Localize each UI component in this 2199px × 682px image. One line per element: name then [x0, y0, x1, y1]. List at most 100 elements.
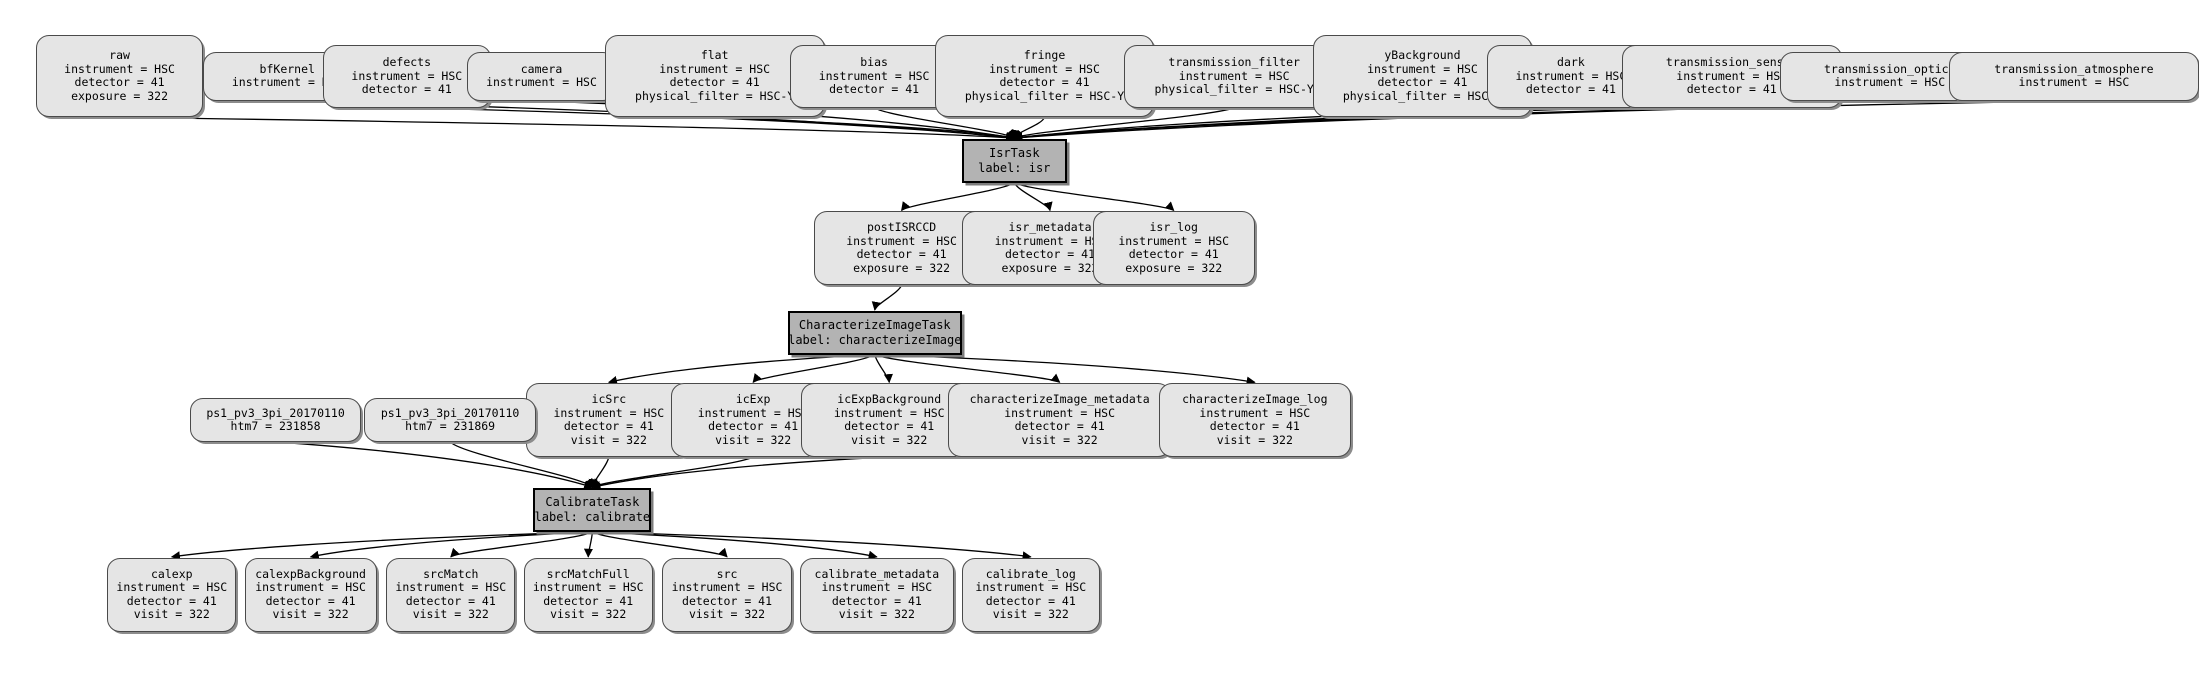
edge-CalibrateTask-to-src [592, 531, 728, 558]
node-attribute: detector = 41 [1128, 247, 1219, 262]
node-title: raw [109, 48, 130, 63]
node-attribute: instrument = HSC [231, 75, 343, 90]
node-attribute: instrument = HSC [532, 580, 644, 595]
node-title: src [716, 566, 738, 581]
node-title: transmission_filter [1168, 54, 1300, 69]
node-title: isr_metadata [1008, 220, 1092, 235]
node-attribute: detector = 41 [831, 593, 922, 608]
node-attribute: label: calibrate [534, 510, 651, 525]
node-attribute: htm7 = 231869 [405, 419, 496, 434]
node-attribute: instrument = HSC [486, 75, 597, 90]
node-attribute: visit = 322 [1216, 432, 1293, 447]
node-attribute: instrument = HSC [1515, 68, 1627, 83]
node-attribute: detector = 41 [1377, 75, 1468, 90]
node-attribute: detector = 41 [126, 593, 217, 608]
node-attribute: instrument = HSC [821, 580, 933, 595]
node-attribute: detector = 41 [361, 82, 452, 97]
edge-IsrTask-to-isr_log [1013, 182, 1175, 212]
edge-icExp-to-CalibrateTask [591, 456, 754, 488]
node-attribute: instrument = HSC [351, 68, 463, 83]
node-attribute: visit = 322 [550, 607, 627, 622]
node-attribute: label: characterizeImage [788, 332, 962, 347]
node-attribute: visit = 322 [272, 607, 349, 622]
node-title: bias [860, 54, 888, 69]
node-title: icExp [735, 391, 771, 406]
edge-fringe-to-IsrTask [1011, 116, 1046, 140]
node-attribute: detector = 41 [669, 75, 760, 90]
node-attribute: visit = 322 [715, 432, 792, 447]
node-attribute: detector = 41 [985, 593, 1076, 608]
node-attribute: instrument = HSC [975, 580, 1087, 595]
node-attribute: detector = 41 [829, 82, 920, 97]
node-attribute: detector = 41 [74, 75, 165, 90]
edge-raw-to-IsrTask [119, 116, 1016, 143]
node-title: camera [520, 61, 563, 76]
node-attribute: detector = 41 [1525, 82, 1616, 97]
node-attribute: visit = 322 [1021, 432, 1098, 447]
node-title: defects [382, 54, 432, 69]
node-attribute: instrument = HSC [671, 580, 783, 595]
node-title: icExpBackground [837, 391, 942, 406]
node-attribute: visit = 322 [992, 607, 1069, 622]
node-attribute: detector = 41 [265, 593, 356, 608]
node-attribute: detector = 41 [1209, 419, 1300, 434]
node-title: srcMatch [423, 566, 479, 581]
node-attribute: visit = 322 [838, 607, 915, 622]
edge-CharacterizeImageTask-to-icSrc [607, 353, 875, 385]
node-title: dark [1557, 54, 1585, 69]
edge-CalibrateTask-to-srcMatchFull [583, 531, 594, 558]
node-attribute: exposure = 322 [1125, 260, 1223, 275]
node-attribute: physical_filter = HSC-Y [1154, 82, 1314, 97]
node-attribute: detector = 41 [405, 593, 496, 608]
node-attribute: instrument = HSC [553, 405, 665, 420]
edge-IsrTask-to-isr_metadata [1013, 182, 1053, 212]
node-attribute: exposure = 322 [1001, 260, 1099, 275]
node-attribute: visit = 322 [133, 607, 210, 622]
node-attribute: detector = 41 [563, 419, 654, 434]
node-attribute: physical_filter = HSC-Y [635, 88, 795, 103]
node-title: flat [700, 48, 729, 63]
edge-icSrc-to-CalibrateTask [588, 456, 610, 489]
node-attribute: instrument = HSC [64, 61, 175, 76]
node-attribute: instrument = HSC [1118, 233, 1230, 248]
edge-CalibrateTask-to-calibrate_metadata [592, 531, 878, 560]
node-attribute: detector = 41 [708, 419, 799, 434]
edge-CalibrateTask-to-calexp [170, 531, 593, 561]
node-title: transmission_atmosphere [1994, 61, 2154, 76]
node-title: calexpBackground [255, 566, 366, 581]
edge-IsrTask-to-postISRCCD [901, 182, 1015, 212]
edge-CharacterizeImageTask-to-icExpBackground [874, 354, 893, 384]
node-title: srcMatchFull [546, 566, 630, 581]
node-attribute: instrument = HSC [1178, 68, 1290, 83]
node-attribute: exposure = 322 [853, 260, 951, 275]
node-title: CalibrateTask [545, 495, 640, 510]
node-attribute: instrument = HSC [697, 405, 809, 420]
edge-CharacterizeImageTask-to-characterizeImage_metadata [874, 354, 1061, 383]
